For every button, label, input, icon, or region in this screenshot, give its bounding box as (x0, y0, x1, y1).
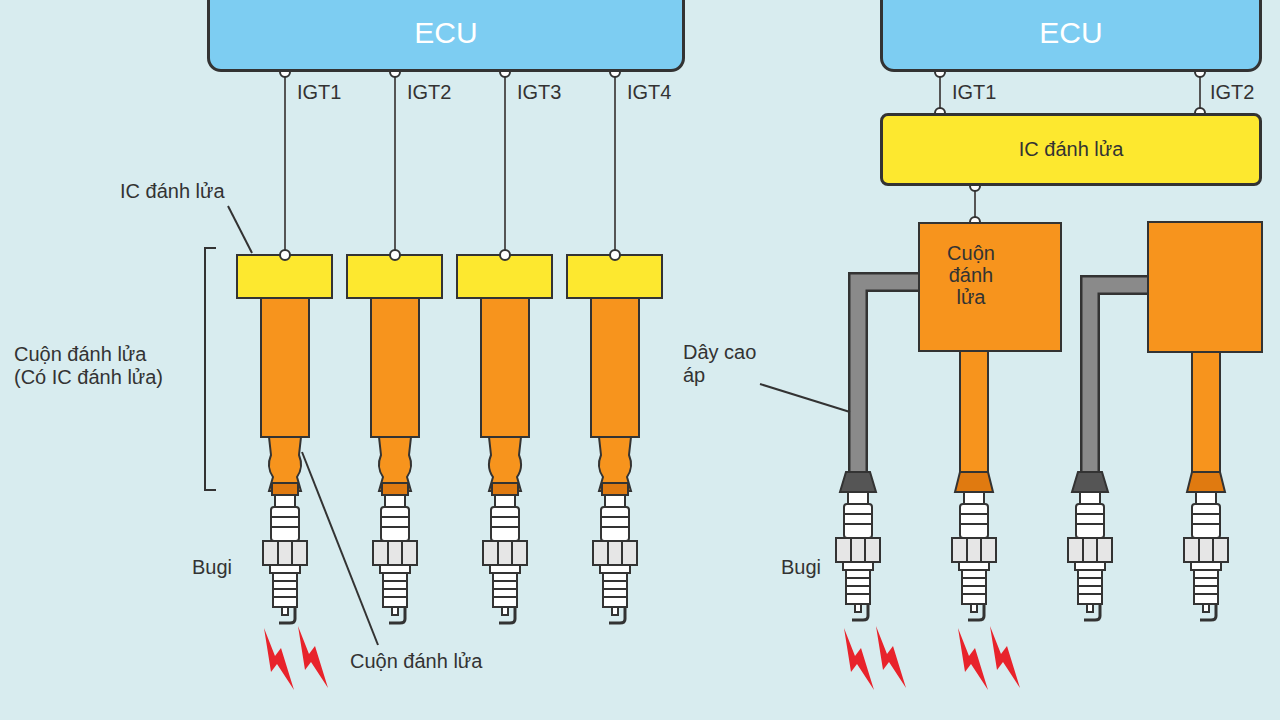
coil-neck (955, 350, 1225, 492)
coil-box: Cuộn đánh lửa (918, 222, 1062, 352)
drawing-part (955, 472, 993, 492)
drawing-part (483, 495, 527, 623)
drawing-part (840, 472, 876, 492)
drawing-part (836, 492, 880, 620)
drawing-part (844, 628, 874, 690)
drawing-part (990, 626, 1020, 688)
part-name: Cuộn đánh lửa (350, 650, 482, 673)
signal-name: IGT3 (517, 81, 561, 104)
drawing-part (347, 250, 442, 495)
drawing-part (1072, 472, 1108, 492)
drawing-part (958, 628, 988, 690)
signal-wire (1199, 72, 1201, 113)
drawing-part (394, 72, 396, 250)
drawing-part (876, 626, 906, 688)
ignition-coil (237, 250, 662, 495)
drawing-part (264, 628, 294, 690)
part-name: Dây cao áp (683, 341, 763, 387)
signal-wire (939, 72, 941, 113)
part-name: Cuộn đánh lửa (Có IC đánh lửa) (14, 343, 179, 389)
drawing-part (952, 492, 996, 620)
spark-plug (263, 492, 1228, 623)
ecu-box: ECU (880, 0, 1262, 72)
drawing-part (1187, 472, 1225, 492)
bracket (205, 248, 216, 490)
ignition-coil (1148, 222, 1262, 352)
leader-line (228, 206, 252, 253)
part-name: Bugi (781, 556, 821, 579)
drawing-part (614, 72, 616, 250)
drawing-part (960, 350, 988, 474)
drawing-part (858, 282, 920, 474)
drawing-part (1184, 492, 1228, 620)
ecu-box: ECU (207, 0, 685, 72)
node-text: IC đánh lửa (1019, 138, 1124, 161)
drawing-part (457, 250, 552, 495)
spark (264, 626, 1020, 690)
leader-line (760, 384, 850, 412)
drawing-part (567, 250, 662, 495)
drawing-part (858, 282, 920, 474)
node-text: ECU (414, 8, 477, 50)
igniter-box: IC đánh lửa (880, 113, 1262, 186)
drawing-part (1192, 350, 1220, 474)
signal-name: IGT2 (1210, 81, 1254, 104)
leader-line (302, 452, 378, 645)
drawing-part (1090, 285, 1150, 474)
drawing-part (504, 72, 506, 250)
drawing-part (1090, 285, 1150, 474)
drawing-part (237, 250, 332, 495)
drawing-part (298, 626, 328, 688)
signal-name: IGT4 (627, 81, 671, 104)
node-text: ECU (1039, 8, 1102, 50)
signal-wires (285, 72, 615, 250)
drawing-part (263, 495, 307, 623)
drawing-part (593, 495, 637, 623)
part-name: Bugi (192, 556, 232, 579)
drawing-part (1068, 492, 1112, 620)
signal-name: IGT1 (952, 81, 996, 104)
part-name: IC đánh lửa (120, 180, 225, 203)
signal-name: IGT1 (297, 81, 341, 104)
signal-name: IGT2 (407, 81, 451, 104)
node-text: Cuộn đánh lửa (940, 242, 1002, 308)
drawing-part (373, 495, 417, 623)
drawing-part (284, 72, 286, 250)
